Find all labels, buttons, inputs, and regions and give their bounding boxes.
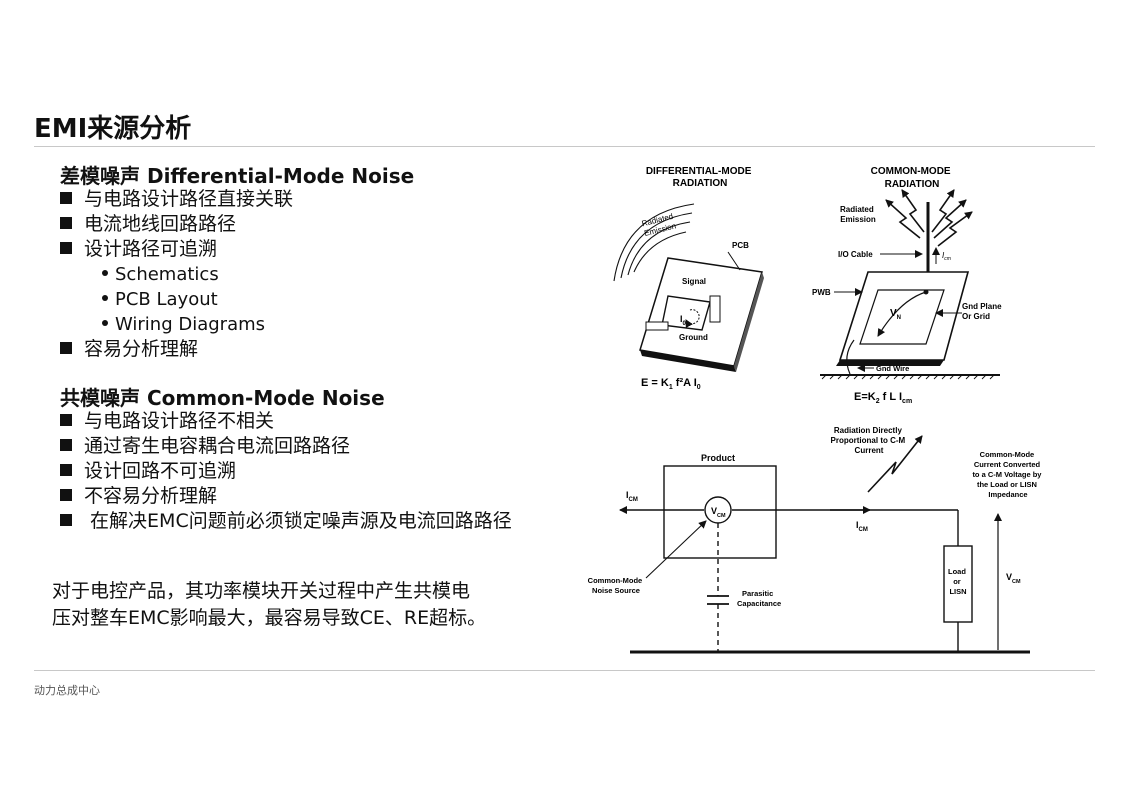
load-lisn-label: Load or LISN xyxy=(948,567,968,596)
cm-radiation-figure: COMMON-MODE RADIATION Radiated Emission … xyxy=(812,166,1004,405)
footer-label: 动力总成中心 xyxy=(34,684,100,697)
page-title: EMI来源分析 xyxy=(34,114,192,144)
gnd-wire xyxy=(846,339,855,375)
radiated-emission-label: Radiated Emission xyxy=(641,211,679,238)
square-bullet-icon xyxy=(60,514,72,526)
radiation-lightning-icon xyxy=(885,189,973,247)
vn-curve xyxy=(877,291,927,337)
icm-right-label: ICM xyxy=(856,520,868,533)
ground-label: Ground xyxy=(679,333,708,342)
list-item: 在解决EMC问题前必须锁定噪声源及电流回路路径 xyxy=(60,509,512,534)
pcb-shadow xyxy=(640,350,736,372)
dot-bullet-icon xyxy=(102,270,108,276)
io-cable-label: I/O Cable xyxy=(838,250,873,259)
list-item: 不容易分析理解 xyxy=(60,484,512,509)
sub-list-item: PCB Layout xyxy=(60,287,293,312)
icm-small-label: Icm xyxy=(942,251,951,262)
loop-current-icon xyxy=(685,309,700,329)
list-item: 设计回路不可追溯 xyxy=(60,459,512,484)
gnd-plane xyxy=(859,289,945,345)
dm-bullet-list: 与电路设计路径直接关联 电流地线回路路径 设计路径可追溯 Schematics … xyxy=(60,187,293,362)
list-item: 电流地线回路路径 xyxy=(60,212,293,237)
square-bullet-icon xyxy=(60,464,72,476)
dot-bullet-icon xyxy=(102,320,108,326)
square-bullet-icon xyxy=(60,439,72,451)
product-label: Product xyxy=(701,453,735,463)
gnd-wire-label: Gnd Wire xyxy=(876,364,909,373)
square-bullet-icon xyxy=(60,342,72,354)
cm-radiated-emission-label: Radiated Emission xyxy=(840,205,876,224)
i0-label: I0 xyxy=(680,314,687,327)
pcb-board xyxy=(639,257,763,367)
load-lisn-box xyxy=(943,545,973,623)
noise-source-label: Common-Mode Noise Source xyxy=(588,576,645,595)
square-bullet-icon xyxy=(60,489,72,501)
vn-label: VN xyxy=(890,308,901,321)
emission-waves-icon xyxy=(613,203,695,282)
pcb-edge xyxy=(734,272,764,372)
list-item: 通过寄生电容耦合电流回路路径 xyxy=(60,434,512,459)
cm-bullet-list: 与电路设计路径不相关 通过寄生电容耦合电流回路路径 设计回路不可追溯 不容易分析… xyxy=(60,409,512,534)
summary-paragraph: 对于电控产品，其功率模块开关过程中产生共模电 压对整车EMC影响最大，最容易导致… xyxy=(52,580,487,629)
footer-divider xyxy=(34,670,1095,671)
square-bullet-icon xyxy=(60,242,72,254)
square-bullet-icon xyxy=(60,217,72,229)
vcm-source-label: VCM xyxy=(711,506,726,519)
converted-note: Common-Mode Current Converted to a C-M V… xyxy=(972,450,1043,499)
gnd-plane-label: Gnd Plane Or Grid xyxy=(962,302,1004,321)
cm-equation: E=K2 f L Icm xyxy=(854,391,912,405)
sub-list-item: Schematics xyxy=(60,262,293,287)
dm-equation: E = K1 f²A I0 xyxy=(641,377,701,391)
pwb-board xyxy=(838,271,970,361)
icm-left-label: ICM xyxy=(626,490,638,503)
list-item: 容易分析理解 xyxy=(60,337,293,362)
vcm-label: VCM xyxy=(1006,572,1021,585)
parasitic-label: Parasitic Capacitance xyxy=(737,589,781,608)
cm-circuit-figure: Radiation Directly Proportional to C-M C… xyxy=(588,426,1043,654)
vcm-source-icon xyxy=(704,496,732,524)
product-box xyxy=(663,465,777,559)
square-bullet-icon xyxy=(60,414,72,426)
list-item: 与电路设计路径不相关 xyxy=(60,409,512,434)
list-item: 设计路径可追溯 xyxy=(60,237,293,262)
square-bullet-icon xyxy=(60,192,72,204)
pcb-label: PCB xyxy=(732,241,749,250)
radiation-note: Radiation Directly Proportional to C-M C… xyxy=(831,426,908,455)
radiation-zigzag-icon xyxy=(867,435,923,493)
signal-trace xyxy=(661,295,711,331)
signal-label: Signal xyxy=(682,277,706,286)
dm-heading: 差模噪声 Differential-Mode Noise xyxy=(60,164,415,188)
pwb-label: PWB xyxy=(812,288,831,297)
cm-heading: 共模噪声 Common-Mode Noise xyxy=(60,386,385,410)
dm-radiation-figure: DIFFERENTIAL-MODE RADIATION Radiated Emi… xyxy=(613,166,764,391)
dm-figure-title: DIFFERENTIAL-MODE RADIATION xyxy=(646,166,754,189)
title-divider xyxy=(34,146,1095,147)
list-item: 与电路设计路径直接关联 xyxy=(60,187,293,212)
dot-bullet-icon xyxy=(102,295,108,301)
cm-figure-title: COMMON-MODE RADIATION xyxy=(871,166,954,190)
sub-list-item: Wiring Diagrams xyxy=(60,312,293,337)
